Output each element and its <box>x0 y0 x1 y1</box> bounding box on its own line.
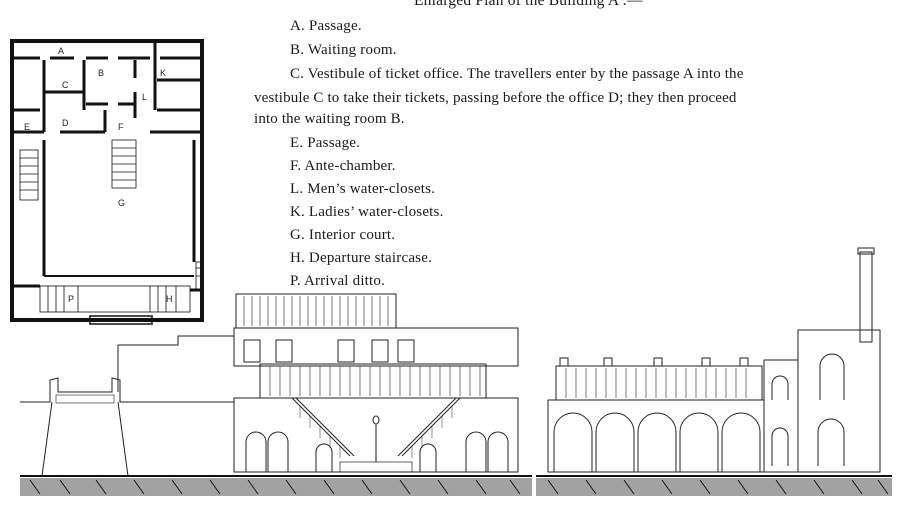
station-elevation <box>233 293 519 473</box>
legend-item-p: P. Arrival ditto. <box>290 273 386 289</box>
plan-label-f: F <box>118 122 124 132</box>
legend-item-h: H. Departure staircase. <box>290 250 433 266</box>
ground-hatching <box>20 475 892 496</box>
legend-item-b: B. Waiting room. <box>290 42 397 58</box>
plan-label-h: H <box>166 294 173 304</box>
floor-plan <box>10 39 204 325</box>
legend-item-a: A. Passage. <box>290 18 362 34</box>
legend-item-l: L. Men’s water-closets. <box>290 181 436 197</box>
legend-item-e: E. Passage. <box>290 135 361 151</box>
plan-heading: Enlarged Plan of the Building A :— <box>414 0 643 9</box>
legend-item-k: K. Ladies’ water-closets. <box>290 204 444 220</box>
legend-item-c-line3: into the waiting room B. <box>254 111 405 127</box>
plan-label-c: C <box>62 80 69 90</box>
plan-label-d: D <box>62 118 69 128</box>
legend-item-g: G. Interior court. <box>290 227 396 243</box>
legend-item-c-line1: C. Vestibule of ticket office. The trave… <box>290 66 744 82</box>
plan-label-b: B <box>98 68 104 78</box>
plan-label-e: E <box>24 122 30 132</box>
legend-item-f: F. Ante-chamber. <box>290 158 396 174</box>
plan-label-k: K <box>160 68 166 78</box>
gate-elevation <box>20 335 234 477</box>
arcade-elevation <box>547 247 881 473</box>
plan-label-p: P <box>68 294 74 304</box>
plan-label-l: L <box>142 92 147 102</box>
plan-label-g: G <box>118 198 125 208</box>
legend-item-c-line2: vestibule C to take their tickets, passi… <box>254 90 737 106</box>
plan-label-a: A <box>58 46 64 56</box>
